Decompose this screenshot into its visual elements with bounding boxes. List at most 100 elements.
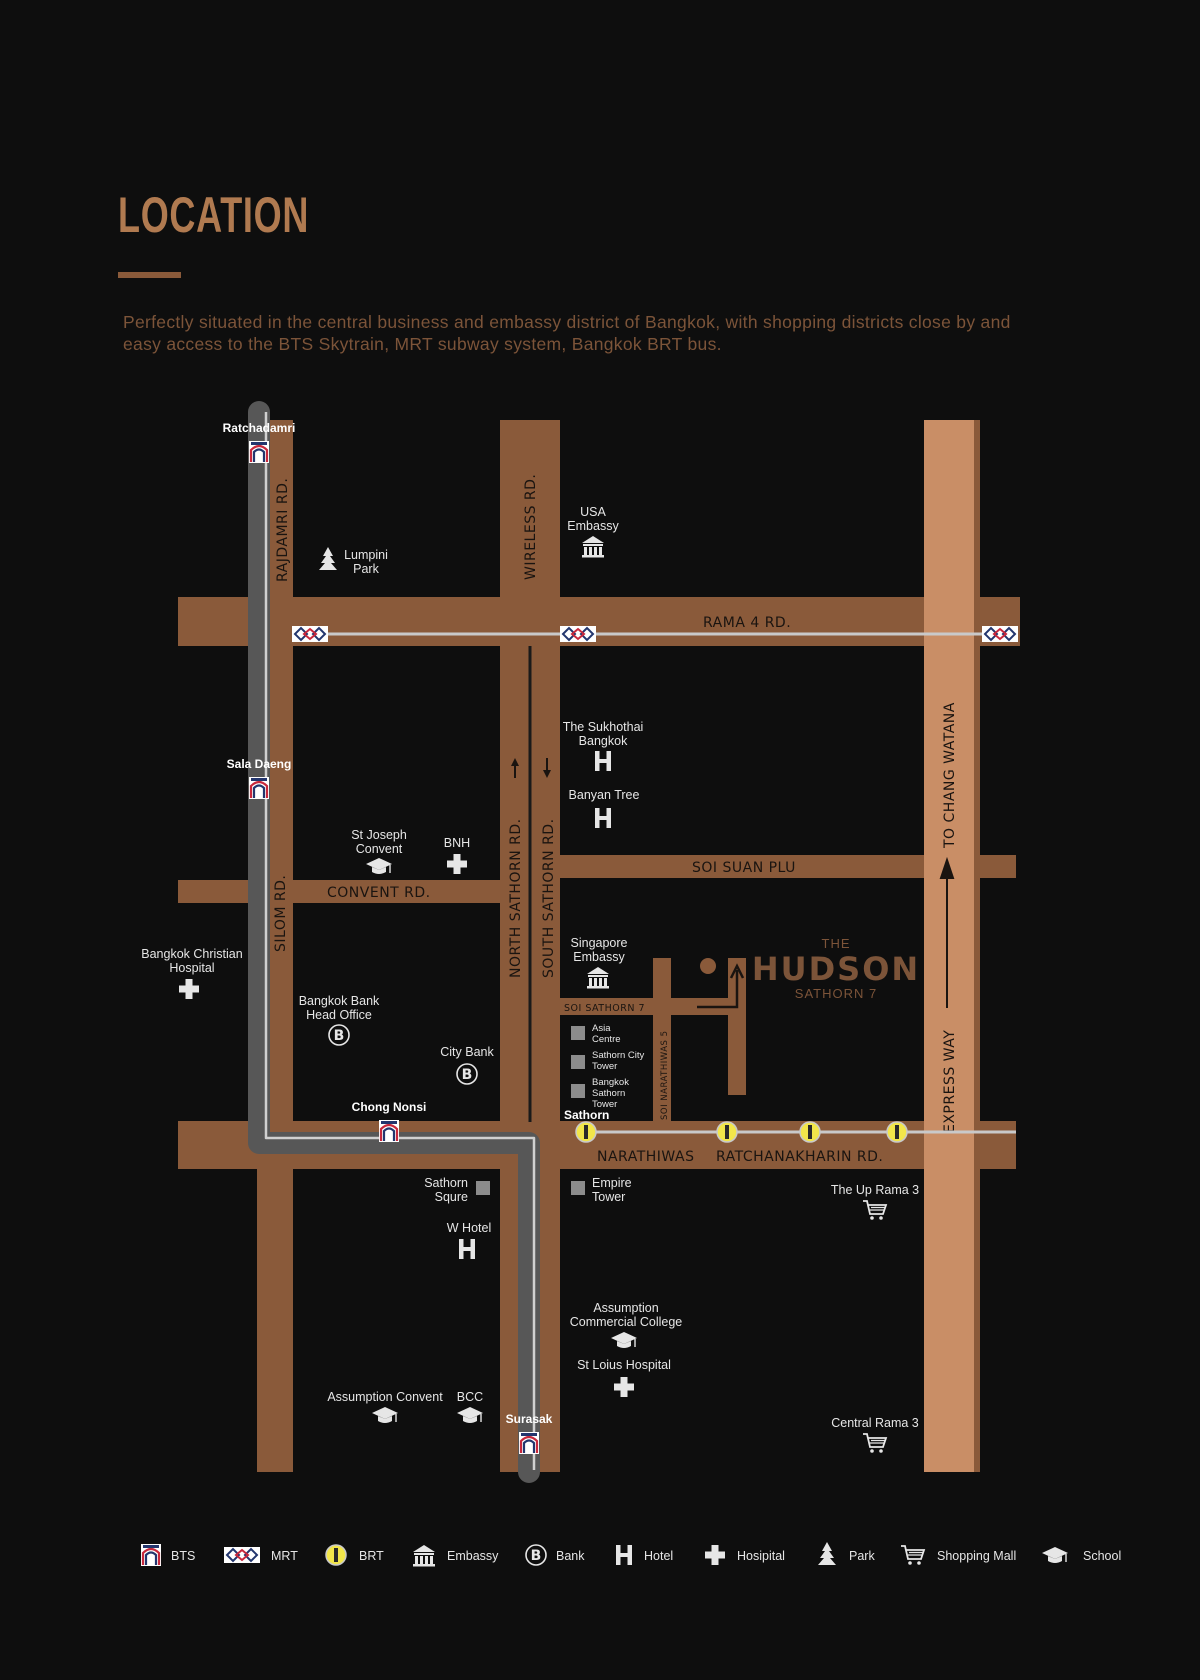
poi-asia-line2: Centre (592, 1034, 621, 1045)
poi-bst-line1: Bangkok (592, 1077, 629, 1088)
station-ratchadamri: Ratchadamri (223, 421, 296, 435)
poi-st-joseph-line2: Convent (356, 842, 403, 856)
legend-school-label: School (1083, 1549, 1121, 1563)
legend-bts-icon (139, 1542, 163, 1568)
legend-park-icon (818, 1542, 836, 1565)
legend: BTS MRT BRT Embassy Bank Hotel Hosipital… (139, 1542, 1121, 1568)
poi-central-rama3: Central Rama 3 (831, 1416, 919, 1430)
poi-bst-line2: Sathorn (592, 1088, 625, 1099)
label-expressway: EXPRESS WAY (942, 1030, 958, 1133)
poi-acc-line2: Commercial College (570, 1315, 683, 1329)
legend-embassy-label: Embassy (447, 1549, 499, 1563)
label-ratchanakharin: RATCHANAKHARIN RD. (716, 1149, 883, 1165)
brt-stop-4-icon (886, 1121, 908, 1143)
station-sala-daeng: Sala Daeng (227, 757, 292, 771)
poi-city-bank: City Bank (440, 1045, 494, 1059)
road-soi-suan-plu (560, 855, 1016, 878)
poi-singapore-line1: Singapore (571, 936, 628, 950)
label-convent: CONVENT RD. (327, 885, 431, 901)
legend-hotel-label: Hotel (644, 1549, 673, 1563)
label-soi-narathiwas5: SOI NARATHIWAS 5 (660, 1030, 670, 1120)
poi-bbl-line2: Head Office (306, 1008, 372, 1022)
poi-usa-embassy-line1: USA (580, 505, 606, 519)
road-silom-south (257, 1130, 293, 1472)
usa-embassy-icon (582, 536, 604, 558)
assumption-convent-school-icon (371, 1406, 399, 1424)
poi-sukhothai-line2: Bangkok (579, 734, 628, 748)
mrt-silom-icon (559, 625, 597, 643)
hudson-location-dot (700, 958, 716, 974)
bcc-school-icon (456, 1406, 484, 1424)
legend-bts-label: BTS (171, 1549, 195, 1563)
legend-brt-label: BRT (359, 1549, 384, 1563)
poi-assumption-convent: Assumption Convent (327, 1390, 443, 1404)
poi-acc-line1: Assumption (593, 1301, 658, 1315)
label-wireless: WIRELESS RD. (523, 474, 539, 580)
hudson-name: HUDSON (752, 950, 920, 988)
up-rama3-mall-icon (862, 1200, 887, 1221)
road-expressway-edge (974, 420, 980, 1472)
poi-bch-line2: Hospital (169, 961, 214, 975)
poi-sathorn-square-line1: Sathorn (424, 1176, 468, 1190)
intro-text: Perfectly situated in the central busine… (123, 311, 1103, 355)
label-to-chang-watana: TO CHANG WATANA (942, 702, 958, 849)
legend-school-icon (1041, 1546, 1069, 1564)
label-narathiwas: NARATHIWAS (597, 1149, 694, 1165)
hudson-the: THE (822, 936, 851, 951)
poi-banyan-tree: Banyan Tree (569, 788, 640, 802)
poi-singapore-line2: Embassy (573, 950, 625, 964)
poi-sct-line1: Sathorn City (592, 1050, 645, 1061)
st-louis-hospital-icon (614, 1377, 634, 1397)
poi-asia-line1: Asia (592, 1023, 611, 1034)
brt-stop-2-icon (716, 1121, 738, 1143)
poi-bbl-line1: Bangkok Bank (299, 994, 380, 1008)
legend-park-label: Park (849, 1549, 875, 1563)
bangkok-sathorn-tower-icon (571, 1084, 585, 1098)
brt-stop-3-icon (799, 1121, 821, 1143)
intro-line-1: Perfectly situated in the central busine… (123, 312, 1011, 332)
label-north-sathorn: NORTH SATHORN RD. (508, 818, 524, 978)
empire-tower-icon (571, 1181, 585, 1195)
hudson-sub: SATHORN 7 (795, 986, 877, 1001)
legend-bank-label: Bank (556, 1549, 585, 1563)
mrt-khlong-toei-icon (981, 625, 1019, 643)
poi-lumpini-line1: Lumpini (344, 548, 388, 562)
road-soi-sathorn7 (560, 998, 728, 1015)
poi-st-joseph-line1: St Joseph (351, 828, 407, 842)
bts-line (248, 401, 540, 1483)
bch-hospital-icon (179, 979, 199, 999)
poi-usa-embassy-line2: Embassy (567, 519, 619, 533)
label-rajdamri: RAJDAMRI RD. (275, 478, 291, 582)
bts-ratchadamri-icon (247, 439, 271, 465)
poi-sukhothai-line1: The Sukhothai (563, 720, 644, 734)
points-of-interest: USA Embassy Lumpini Park The Sukhothai B… (141, 505, 919, 1454)
poi-w-hotel: W Hotel (447, 1221, 491, 1235)
poi-empire-line2: Tower (592, 1190, 625, 1204)
title-underline (118, 272, 181, 278)
lumpini-park-icon (319, 547, 337, 570)
label-south-sathorn: SOUTH SATHORN RD. (541, 818, 557, 978)
brt-sathorn-icon (575, 1121, 597, 1143)
central-rama3-mall-icon (862, 1433, 887, 1454)
poi-sathorn-square-line2: Squre (435, 1190, 468, 1204)
legend-bank-icon (525, 1544, 547, 1566)
poi-bnh: BNH (444, 836, 470, 850)
sathorn-square-icon (476, 1181, 490, 1195)
legend-brt-icon (325, 1544, 347, 1566)
legend-hospital-icon (705, 1545, 725, 1565)
stations: Ratchadamri Sala Daeng Chong Nonsi Suras… (223, 421, 1019, 1456)
bts-surasak-icon (517, 1430, 541, 1456)
station-sathorn: Sathorn (564, 1108, 609, 1122)
asia-centre-icon (571, 1026, 585, 1040)
poi-empire-line1: Empire (592, 1176, 632, 1190)
bts-line-highlight (264, 412, 536, 1470)
acc-school-icon (610, 1331, 638, 1349)
road-expressway (924, 420, 980, 1472)
label-soi-sathorn7: SOI SATHORN 7 (564, 1003, 645, 1014)
expressway-arrow (939, 856, 955, 1008)
hudson-direction-arrow (697, 963, 745, 1009)
road-soi-narathiwas5 (653, 958, 671, 1123)
sukhothai-hotel-icon (595, 751, 611, 771)
poi-sct-line2: Tower (592, 1061, 617, 1072)
